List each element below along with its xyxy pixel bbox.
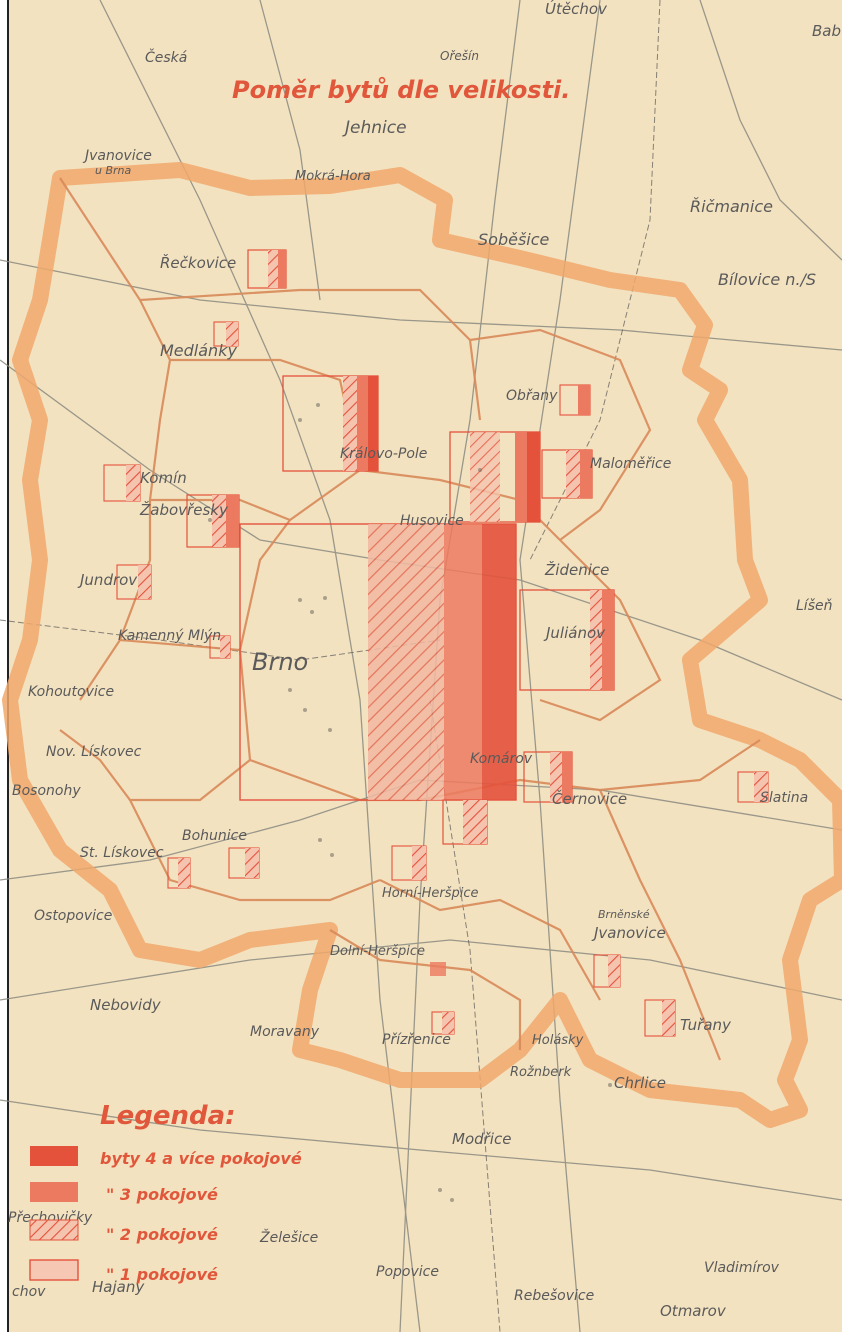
place-label: chov (12, 1284, 46, 1300)
place-label: Rožnberk (510, 1065, 572, 1080)
place-label: Soběšice (478, 230, 550, 249)
place-label: Bab (812, 22, 841, 40)
place-label: Popovice (376, 1264, 439, 1280)
place-label: Hajany (92, 1278, 145, 1296)
place-label: Útěchov (545, 0, 608, 18)
map-title: Poměr bytů dle velikosti. (232, 76, 570, 104)
place-label: Židenice (544, 560, 609, 579)
place-label: Bosonohy (12, 783, 81, 799)
legend-swatch-4-rooms (30, 1146, 78, 1166)
place-label: Ořešín (440, 49, 479, 63)
place-label: Bílovice n./S (718, 270, 816, 289)
place-label: Brno (252, 648, 308, 676)
place-label: Řečkovice (160, 253, 236, 272)
place-label: Vladimírov (704, 1260, 780, 1276)
place-label: Jvanovice (591, 924, 666, 942)
legend-label-1-room: " 1 pokojové (106, 1265, 218, 1284)
place-label: Jundrov (77, 571, 138, 589)
place-label: Slatina (760, 790, 808, 806)
legend-label-4-rooms: byty 4 a více pokojové (100, 1149, 302, 1168)
place-label: Rebešovice (514, 1288, 594, 1304)
place-label: Želešice (259, 1228, 318, 1246)
place-label: Královo-Pole (340, 446, 427, 462)
place-label: Kohoutovice (28, 684, 114, 700)
legend-label-3-rooms: " 3 pokojové (106, 1185, 218, 1204)
legend: Legenda: byty 4 a více pokojové " 3 poko… (29, 1101, 302, 1284)
legend-swatch-3-rooms (30, 1182, 78, 1202)
district-boundaries (59, 177, 761, 1061)
place-label: Líšeň (796, 598, 832, 614)
place-label: Holásky (532, 1033, 584, 1048)
place-label: Řičmanice (690, 197, 773, 216)
place-label: Komárov (470, 751, 533, 767)
place-label: Černovice (552, 789, 627, 808)
place-label: Brněnské (598, 908, 650, 921)
settlement-dots (208, 403, 612, 1202)
place-label: Otmarov (660, 1302, 727, 1320)
legend-swatch-1-room (29, 1259, 79, 1281)
place-label: Juliánov (543, 624, 606, 642)
place-label: Česká (145, 48, 187, 66)
place-label: Husovice (400, 513, 464, 529)
place-label: Ostopovice (34, 908, 112, 924)
place-label: Bohunice (182, 828, 247, 844)
place-label: Nov. Lískovec (46, 744, 142, 760)
place-label: Chrlice (614, 1074, 666, 1092)
place-label: Mokrá-Hora (295, 169, 371, 184)
place-label: Maloměřice (590, 456, 671, 472)
place-label: Nebovidy (90, 996, 162, 1014)
place-label: Kamenný Mlýn (118, 628, 221, 644)
place-label: Dolní-Heršpice (330, 944, 425, 959)
place-label: Medlánky (160, 341, 237, 360)
place-label: St. Lískovec (80, 845, 164, 861)
place-label: Jvanovice (82, 148, 152, 164)
place-label: Obřany (506, 388, 558, 404)
place-label: Moravany (250, 1024, 320, 1040)
place-label: Horní-Heršpice (382, 886, 479, 901)
place-label: u Brna (95, 164, 132, 177)
legend-heading: Legenda: (100, 1101, 236, 1131)
place-label: Žabovřesky (139, 500, 229, 519)
legend-label-2-rooms: " 2 pokojové (106, 1225, 218, 1244)
statistic-blocks (103, 249, 769, 1037)
place-label: Jehnice (342, 118, 407, 138)
place-label: Komín (140, 469, 187, 487)
place-label: Tuřany (680, 1016, 732, 1034)
place-label: Přízřenice (382, 1032, 451, 1048)
legend-swatch-2-rooms (29, 1219, 79, 1241)
city-boundary-band (2, 162, 842, 1128)
place-label: Modřice (452, 1130, 511, 1148)
